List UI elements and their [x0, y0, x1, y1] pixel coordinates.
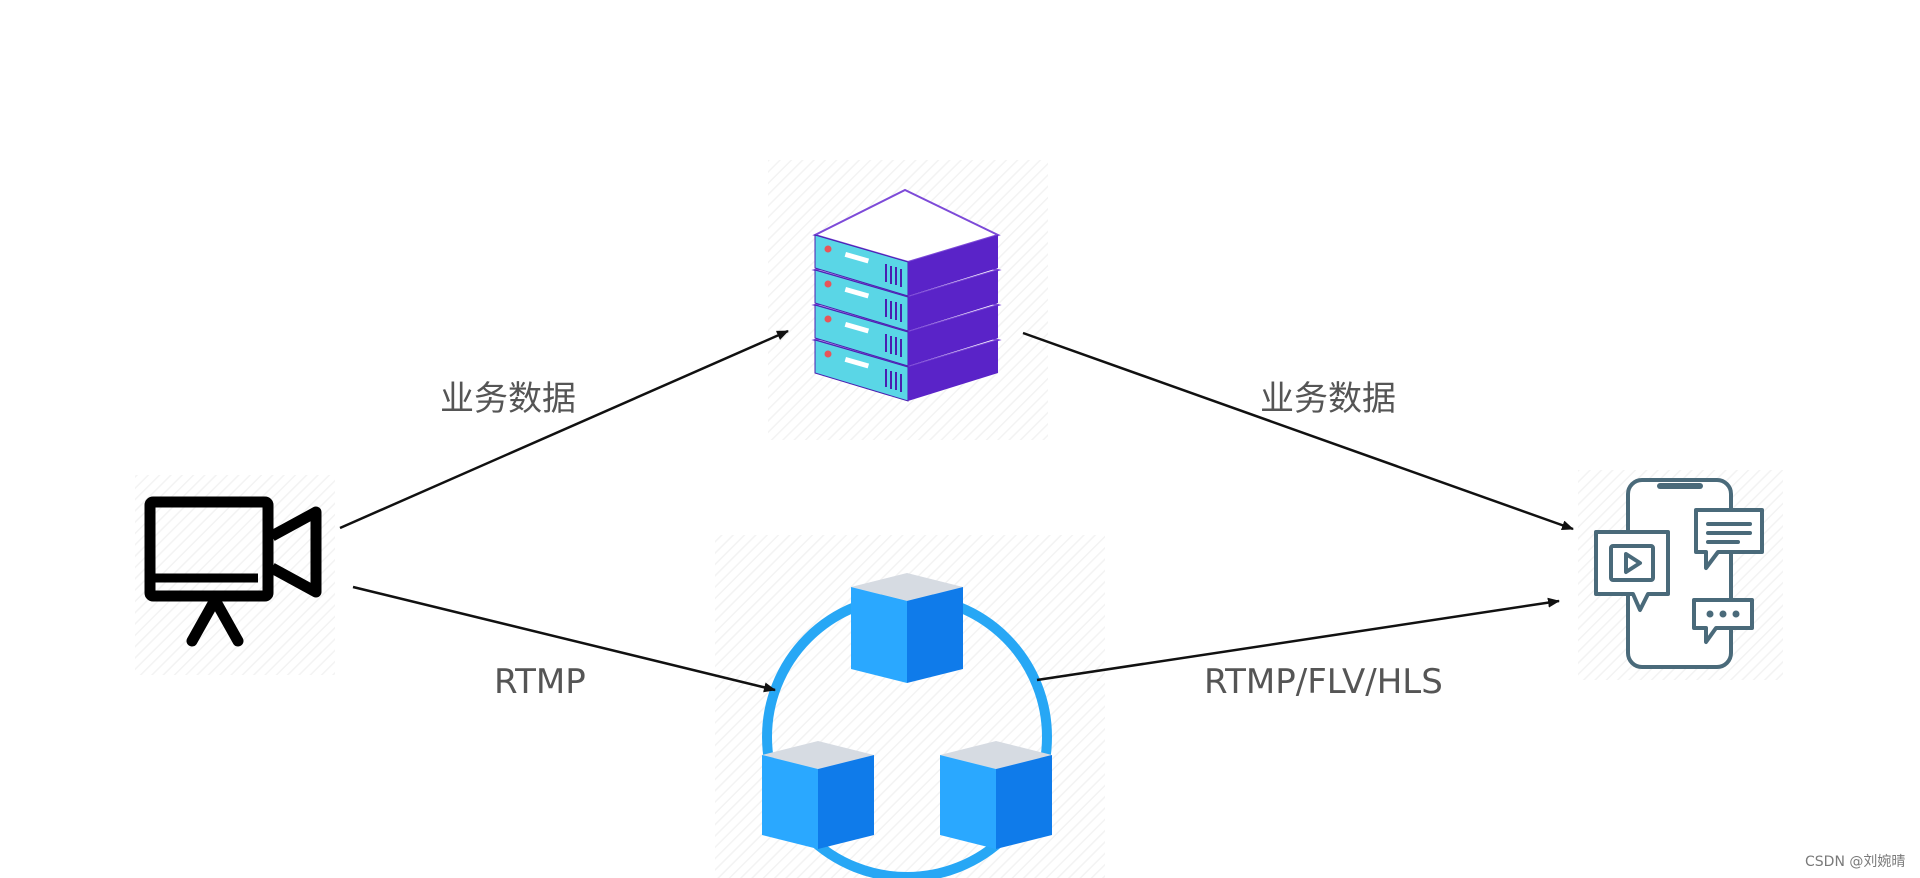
arrow-camera-to-cdn [352, 585, 776, 693]
server-stack-icon [768, 160, 1048, 440]
arrow-camera-to-server [339, 329, 789, 530]
watermark: CSDN @刘婉晴 [1805, 854, 1905, 870]
mobile-chat-icon [1578, 470, 1783, 680]
edge-label-cdn-client: RTMP/FLV/HLS [1204, 662, 1443, 702]
edge-label-server-client: 业务数据 [1260, 379, 1396, 419]
arrow-server-to-client [1022, 331, 1574, 531]
arrow-cdn-to-client [1036, 597, 1560, 682]
cdn-cluster-icon [715, 535, 1105, 878]
edge-label-camera-cdn: RTMP [494, 662, 586, 702]
streaming-camera-icon [135, 475, 335, 675]
edge-label-camera-server: 业务数据 [440, 379, 576, 419]
